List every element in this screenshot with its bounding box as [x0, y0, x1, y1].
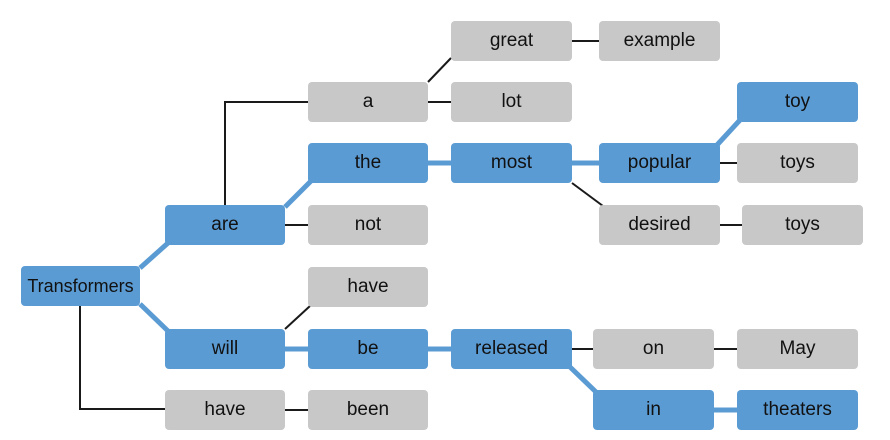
node-have: have: [165, 390, 285, 430]
node-are: are: [165, 205, 285, 245]
edge-transformers-have: [79, 306, 165, 410]
node-released: released: [451, 329, 572, 369]
node-the: the: [308, 143, 428, 183]
node-toys: toys: [737, 143, 858, 183]
edge-a-great: [427, 57, 452, 83]
node-may: May: [737, 329, 858, 369]
node-toys-alt: toys: [742, 205, 863, 245]
edge-released-in: [568, 365, 598, 394]
edge-most-desired: [571, 182, 604, 207]
edge-transformers-will: [138, 302, 170, 333]
node-great: great: [451, 21, 572, 61]
node-most: most: [451, 143, 572, 183]
node-transformers: Transformers: [21, 266, 140, 306]
node-a: a: [308, 82, 428, 122]
edge-transformers-are: [138, 241, 170, 270]
node-will: will: [165, 329, 285, 369]
node-on: on: [593, 329, 714, 369]
node-lot: lot: [451, 82, 572, 122]
node-toy: toy: [737, 82, 858, 122]
edge-are-a: [224, 101, 308, 205]
node-in: in: [593, 390, 714, 430]
edge-popular-toy: [715, 118, 742, 147]
edge-are-the: [283, 179, 313, 209]
node-been: been: [308, 390, 428, 430]
node-have-alt: have: [308, 267, 428, 307]
node-not: not: [308, 205, 428, 245]
node-popular: popular: [599, 143, 720, 183]
edge-will-have: [284, 305, 311, 330]
node-example: example: [599, 21, 720, 61]
node-be: be: [308, 329, 428, 369]
node-desired: desired: [599, 205, 720, 245]
node-theaters: theaters: [737, 390, 858, 430]
